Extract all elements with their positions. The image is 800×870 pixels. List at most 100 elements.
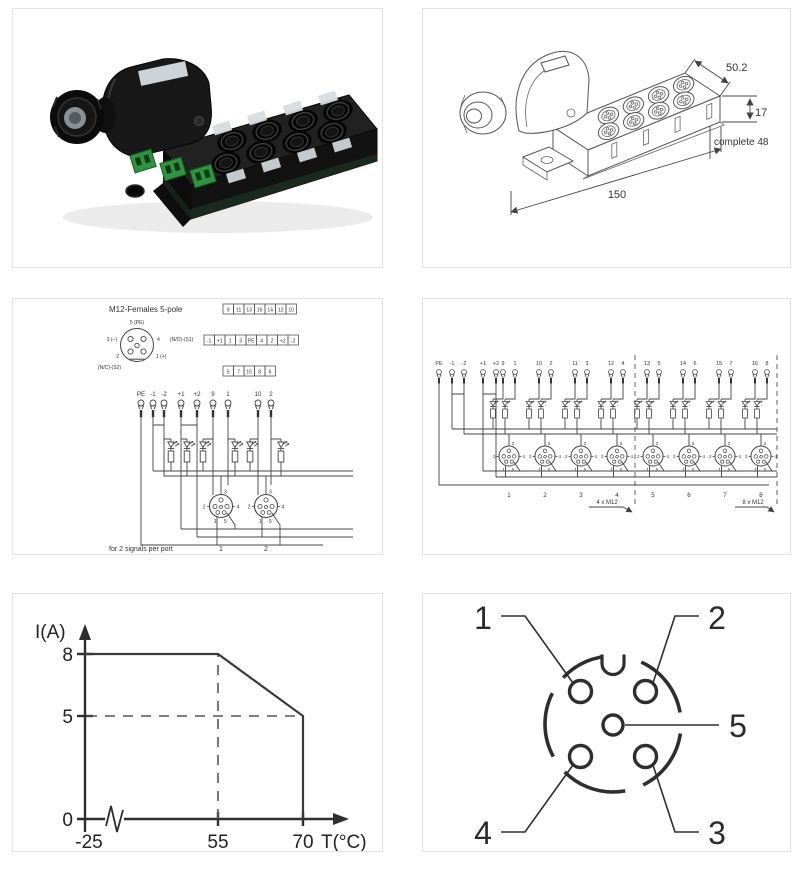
port-label: 2 (264, 546, 268, 553)
terminal-label: 2 (269, 391, 273, 398)
leader-lines (501, 615, 719, 833)
derating-curve (85, 652, 305, 819)
strip-cell: 11 (236, 308, 241, 314)
terminal-label: 15 (716, 361, 722, 367)
branch-bottom-links (492, 421, 758, 434)
terminal-label: +2 (493, 361, 499, 367)
pin-hole-2 (632, 678, 659, 705)
terminal-label: +2 (193, 391, 201, 398)
dashed-guides (87, 654, 301, 819)
terminal-label: -1 (450, 361, 455, 367)
pinout-pin5: 5 (PE) (130, 320, 145, 326)
terminal-label: 2 (550, 361, 553, 367)
terminal-label: 9 (502, 361, 505, 367)
dimension-drawing-panel: 50.2 17 complete 48 150 (422, 8, 791, 268)
derating-chart: I(A) 8 5 0 -25 55 70 T(°C) (35, 622, 367, 851)
dome-housing (101, 58, 212, 158)
strip-cell: 16 (257, 308, 263, 314)
pinout-pin3: 3 (–) (107, 337, 118, 343)
pin-5-label: 5 (729, 708, 747, 744)
keying-notch (600, 654, 626, 677)
pin-4-label: 4 (474, 815, 492, 851)
led-resistor-branches (489, 398, 763, 422)
dome-and-gland-outline (459, 50, 590, 181)
terminal-label: PE (435, 361, 443, 367)
wires (140, 418, 353, 546)
terminal-label: PE (137, 391, 145, 398)
strip-cell: -2 (291, 339, 296, 345)
diagram-title: M12-Females 5-pole (109, 305, 183, 314)
pin-3-label: 3 (708, 815, 726, 851)
strip-cell: 13 (246, 308, 252, 314)
strip-cell: +2 (280, 339, 286, 345)
terminal-label: +1 (177, 391, 185, 398)
terminal-label: 14 (680, 361, 686, 367)
port-labels: 1 2 3 4 5 6 7 8 (507, 492, 763, 499)
dim-total-label: complete 48 (714, 137, 769, 148)
port-label: 1 (507, 492, 511, 499)
terminal-label: 7 (730, 361, 733, 367)
product-photo-panel (12, 8, 383, 268)
wiring-diagram-2port: 3 2 4 1 5 M12-Females 5-pole 5 (PE) 3 (–… (98, 303, 353, 553)
terminal-label: -2 (462, 361, 467, 367)
group-4x-label: 4 x M12 (596, 500, 618, 506)
terminal-strip-mid: -1 +1 1 3 PE 4 2 +2 -2 (203, 334, 299, 346)
pin-1-label: 1 (474, 600, 492, 636)
caption: for 2 signals per port (109, 546, 173, 553)
strip-cell: 4 (260, 339, 263, 345)
dimension-annotations (510, 58, 757, 215)
m12-port-circles (597, 75, 695, 141)
pin-hole-3 (632, 743, 659, 770)
strip-cell: 10 (288, 308, 294, 314)
x-axis-label: T(°C) (321, 832, 367, 851)
pinout-pin4: 4 (157, 337, 160, 343)
schematic-terminal-labels: PE -1 -2 +1 +2 9 1 10 2 (137, 391, 273, 398)
terminal-labels: PE -1 -2 +1 +2 9 1 10 2 11 3 12 4 13 5 1… (435, 361, 768, 367)
terminal-label: 12 (608, 361, 614, 367)
dim-length-label: 150 (608, 189, 626, 201)
strip-cell: 1 (229, 339, 232, 345)
terminal-label: 4 (622, 361, 625, 367)
pinout-pin2: 2 (116, 354, 119, 360)
strip-cell: 14 (267, 308, 273, 314)
connector-face (543, 651, 683, 794)
pinout-detail: 5 (PE) 3 (–) 4 (N/O)-(S1) 2 1 (+) (N/C)-… (98, 320, 194, 371)
x-tick-70: 70 (292, 832, 313, 851)
m12-connectors (202, 488, 286, 526)
dimension-drawing: 50.2 17 complete 48 150 (459, 50, 769, 215)
terminal-label: 10 (255, 391, 262, 398)
terminal-label: -2 (161, 391, 167, 398)
terminal-strip-top: 9 11 13 16 14 12 10 (222, 303, 297, 315)
strip-cell: 12 (278, 308, 284, 314)
port-label: 8 (759, 492, 763, 499)
strip-cell: PE (248, 339, 255, 345)
wiring-diagram-8port-panel: 3 2 4 1 5 PE -1 -2 +1 +2 9 1 10 2 11 3 1 (422, 298, 791, 555)
terminal-strip-bottom: 5 7 15 8 6 (222, 365, 276, 377)
y-axis-label: I(A) (35, 622, 66, 643)
axis-break (105, 805, 124, 833)
green-terminal-blocks (129, 148, 217, 189)
y-tick-5: 5 (62, 707, 73, 728)
strip-cell: -1 (207, 339, 212, 345)
port-label: 6 (687, 492, 691, 499)
terminal-label: 11 (572, 361, 578, 367)
terminal-label: 16 (752, 361, 758, 367)
terminal-label: -1 (150, 391, 156, 398)
port-label: 3 (579, 492, 583, 499)
mounting-hole (125, 184, 145, 198)
strip-cell: 15 (246, 370, 252, 376)
dim-width-label: 50.2 (726, 62, 747, 74)
pin-2-label: 2 (708, 600, 726, 636)
port-label: 4 (615, 492, 619, 499)
pin-hole-5 (601, 713, 625, 737)
strip-cell: 6 (269, 370, 272, 376)
group-separators (634, 355, 778, 505)
strip-cell: 9 (227, 308, 230, 314)
pinout-pin2-note: (N/C)-(S2) (98, 365, 121, 371)
strip-cell: 7 (237, 370, 240, 376)
m12-ports (211, 99, 353, 175)
pinout-pin1: 1 (+) (156, 354, 167, 360)
strip-cell: 2 (271, 339, 274, 345)
strip-cell: 3 (239, 339, 242, 345)
